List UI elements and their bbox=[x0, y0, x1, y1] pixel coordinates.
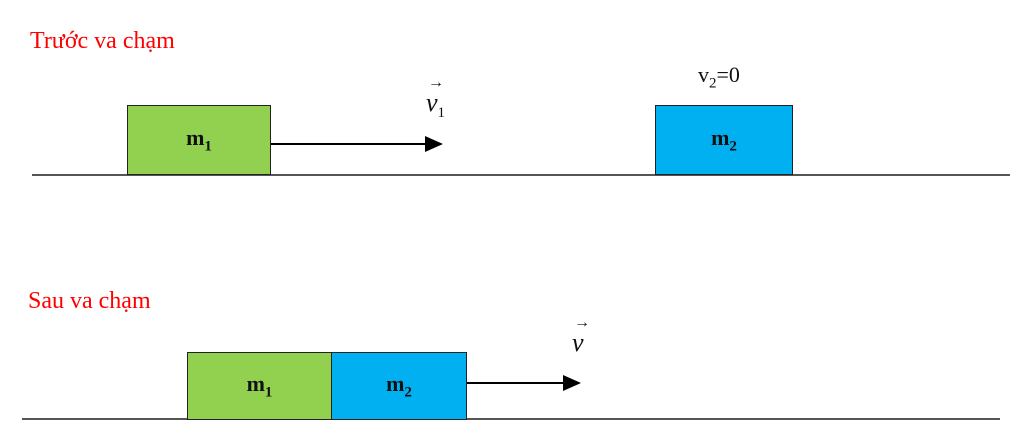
velocity-label-v2: v2=0 bbox=[698, 62, 740, 92]
velocity-label-v: →v bbox=[572, 314, 590, 357]
before-collision-title: Trước va chạm bbox=[30, 28, 175, 54]
velocity-arrow-v bbox=[467, 375, 581, 391]
velocity-arrow-v1 bbox=[271, 136, 443, 152]
block-m2-after-label: m2 bbox=[386, 370, 412, 401]
vector-arrow-icon: → bbox=[428, 74, 444, 91]
block-m1-label: m1 bbox=[186, 124, 212, 155]
after-collision-title: Sau va chạm bbox=[28, 288, 151, 314]
block-m2-before: m2 bbox=[655, 105, 793, 175]
velocity-label-v1: →v1 bbox=[426, 74, 446, 122]
ground-line-before bbox=[32, 174, 1010, 176]
block-m1-before: m1 bbox=[127, 105, 271, 175]
ground-line-after bbox=[22, 418, 1000, 420]
vector-arrow-icon-after: → bbox=[574, 314, 590, 331]
block-m2-after: m2 bbox=[331, 352, 467, 420]
block-m1-after-label: m1 bbox=[246, 370, 273, 401]
block-m2-label: m2 bbox=[711, 124, 737, 155]
block-m1-after: m1 bbox=[187, 352, 332, 420]
